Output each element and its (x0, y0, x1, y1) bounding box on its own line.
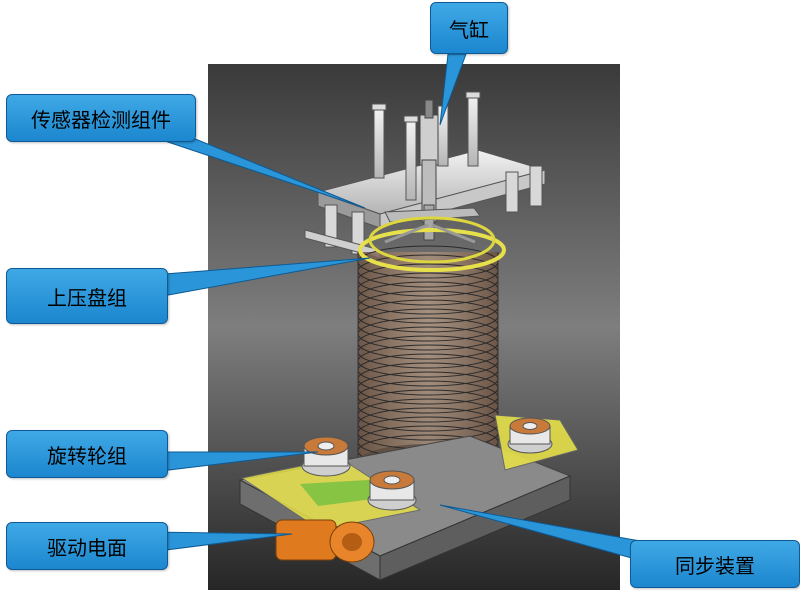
wheel-left (301, 436, 351, 477)
label-cylinder: 气缸 (430, 2, 508, 54)
wheel-right (507, 417, 553, 454)
drive-motor (275, 519, 375, 563)
label-upper-pressure-plate: 上压盘组 (6, 268, 168, 324)
upper-plate (358, 216, 506, 272)
label-sensor-assembly: 传感器检测组件 (6, 94, 196, 142)
wheel-front (367, 470, 417, 511)
label-sync-device: 同步装置 (630, 540, 800, 588)
callout-pointers (149, 53, 647, 563)
label-drive-motor: 驱动电面 (6, 522, 168, 570)
rotary-wheels (301, 417, 553, 511)
label-rotary-wheel-group: 旋转轮组 (6, 430, 168, 478)
